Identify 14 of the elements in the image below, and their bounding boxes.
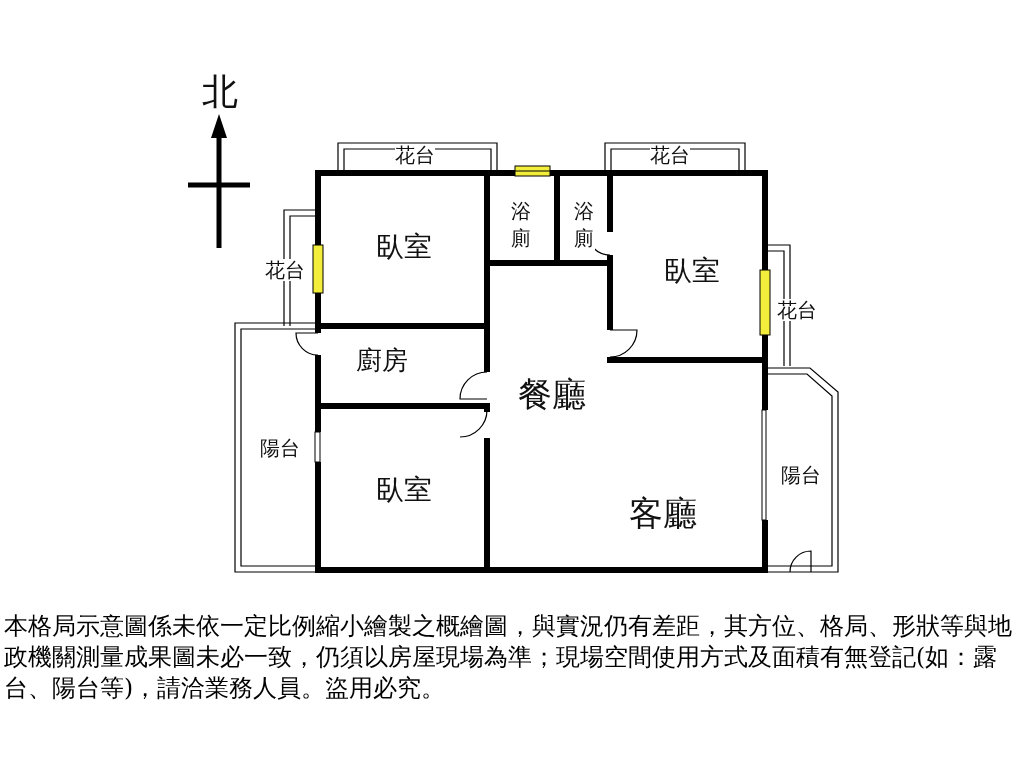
room-label: 廚房: [356, 345, 408, 375]
planter-label: 花台: [395, 144, 435, 166]
planter-label: 花台: [777, 299, 817, 321]
disclaimer-text: 本格局示意圖係未依一定比例縮小繪製之概繪圖，與實況仍有差距，其方位、格局、形狀等與地政機關測量成果圖未必一致，仍須以房屋現場為準；現場空間使用方式及面積有無登記(如：露台、陽台等)，請洽業務人員。盜用必究。: [4, 611, 1013, 704]
planter-label: 花台: [265, 259, 305, 281]
planter-label: 花台: [650, 144, 690, 166]
room-label: 浴廁: [573, 198, 595, 252]
compass-label: 北: [202, 72, 238, 112]
balcony-label: 陽台: [781, 464, 821, 486]
room-label: 臥室: [376, 231, 432, 263]
room-label: 餐廳: [518, 376, 586, 414]
room-label: 臥室: [376, 474, 432, 506]
balcony-label: 陽台: [260, 437, 300, 459]
room-label: 臥室: [664, 255, 720, 287]
